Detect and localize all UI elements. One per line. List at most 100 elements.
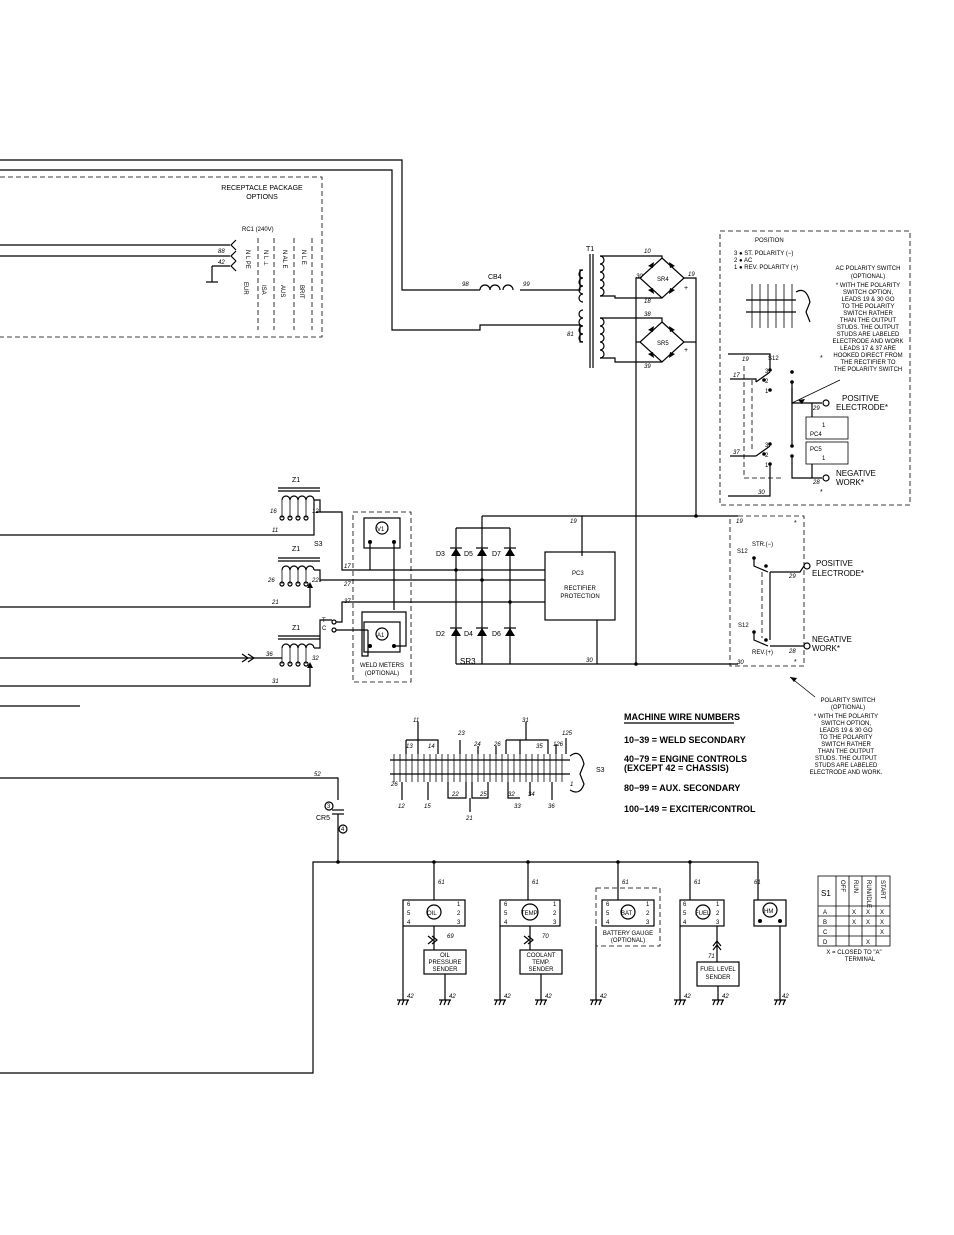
svg-text:HOOKED DIRECT FROM: HOOKED DIRECT FROM <box>833 353 902 359</box>
cr5-label: CR5 <box>316 815 330 822</box>
ac-wire-37: 37 <box>733 450 740 456</box>
wire-numbers-row3: (EXCEPT 42 = CHASSIS) <box>624 763 729 773</box>
svg-text:SENDER: SENDER <box>528 967 554 973</box>
s3-top-126: 126 <box>553 742 564 748</box>
svg-text:SENDER: SENDER <box>432 967 458 973</box>
svg-text:4: 4 <box>504 920 508 926</box>
s3-small-switch: C T <box>322 601 440 633</box>
ac-negative-label: NEGATIVE <box>836 469 876 478</box>
svg-text:2: 2 <box>646 911 650 917</box>
svg-text:1: 1 <box>457 902 461 908</box>
s1-header-run: RUN <box>852 880 858 893</box>
battery-gauge-subtitle: (OPTIONAL) <box>611 938 645 944</box>
v1-label: V1 <box>377 527 385 533</box>
svg-text:1: 1 <box>765 389 769 395</box>
wire-numbers-title: MACHINE WIRE NUMBERS <box>624 712 740 722</box>
svg-text:*: * <box>820 489 823 496</box>
wire-98: 98 <box>462 282 469 288</box>
wire-21: 21 <box>271 600 279 606</box>
hm-wire-61: 61 <box>754 880 761 886</box>
fuel-level-sender <box>696 961 740 987</box>
svg-text:3: 3 <box>553 920 557 926</box>
svg-text:STUDS ARE LABELED: STUDS ARE LABELED <box>837 332 900 338</box>
svg-text:THE POLARITY SWITCH: THE POLARITY SWITCH <box>834 367 903 373</box>
svg-text:5: 5 <box>407 911 411 917</box>
fuel-wire-61: 61 <box>694 880 701 886</box>
s3-top-23: 23 <box>457 731 465 737</box>
fuel-wire-71: 71 <box>708 954 715 960</box>
svg-text:X: X <box>852 920 856 926</box>
pc3-box <box>544 551 616 621</box>
s3-contacts <box>393 754 563 782</box>
battery-gauge-title: BATTERY GAUGE <box>603 931 653 937</box>
sr5-bridge <box>639 321 685 363</box>
temp-wire-70: 70 <box>542 934 549 940</box>
svg-text:3: 3 <box>765 443 769 449</box>
s3-block-label: S3 <box>596 767 605 774</box>
svg-text:3: 3 <box>716 920 720 926</box>
ac-positive-label: POSITIVE <box>842 394 879 403</box>
sr5-label: SR5 <box>657 341 669 347</box>
wire-12: 12 <box>312 509 319 515</box>
battery-gauge-box <box>595 887 661 947</box>
svg-text:1: 1 <box>765 463 769 469</box>
wire-16: 16 <box>270 509 277 515</box>
svg-text:ELECTRODE AND WORK.: ELECTRODE AND WORK. <box>810 770 883 776</box>
s1-note-1: X = CLOSED TO "A" <box>826 950 881 956</box>
svg-text:* WITH THE POLARITY: * WITH THE POLARITY <box>836 283 900 289</box>
svg-text:SWITCH RATHER: SWITCH RATHER <box>821 742 871 748</box>
wire-numbers-row5: 100−149 = EXCITER/CONTROL <box>624 804 756 814</box>
svg-text:2: 2 <box>765 453 769 459</box>
svg-text:*: * <box>820 355 823 362</box>
svg-text:TO THE POLARITY: TO THE POLARITY <box>819 735 872 741</box>
d4-label: D4 <box>464 631 473 638</box>
fuel-wire-42b: 42 <box>722 994 729 1000</box>
oil-gauge-label: OIL <box>427 911 437 917</box>
s3-top-11: 11 <box>413 718 419 724</box>
wire-17: 17 <box>344 564 351 570</box>
svg-text:3: 3 <box>457 920 461 926</box>
s1-header-start: START <box>879 880 885 899</box>
bat-gauge-label: BAT <box>621 911 633 917</box>
svg-text:OIL: OIL <box>440 953 450 959</box>
sr3-bridge: D3 D5 D7 D2 D4 D6 SR3 PC3 RECTIFIER PROT… <box>436 514 738 666</box>
svg-text:X: X <box>866 920 870 926</box>
sr4-label: SR4 <box>657 277 669 283</box>
rc-col-isa: N L ⊥ <box>262 250 269 266</box>
svg-text:STUDS. THE OUTPUT: STUDS. THE OUTPUT <box>815 756 877 762</box>
fuel-gauge <box>679 899 725 927</box>
svg-text:6: 6 <box>606 902 610 908</box>
wire-10: 10 <box>644 249 651 255</box>
svg-text:TEMP.: TEMP. <box>532 960 550 966</box>
dc-s12-upper: S12 <box>737 549 748 555</box>
sr4-bridge <box>639 257 685 299</box>
ac-wire-30: 30 <box>758 490 765 496</box>
wire-42: 42 <box>218 260 225 266</box>
pc4-label: PC4 <box>810 432 822 438</box>
svg-text:X: X <box>880 910 884 916</box>
s1-note-2: TERMINAL <box>845 957 876 963</box>
rc-col-eur: N L PE <box>244 250 250 269</box>
svg-text:2: 2 <box>765 379 769 385</box>
wire-numbers-row4: 80−99 = AUX. SECONDARY <box>624 783 740 793</box>
svg-text:*: * <box>794 659 797 666</box>
svg-text:+: + <box>684 285 688 292</box>
temp-wire-61: 61 <box>532 880 539 886</box>
dc-electrode-label: ELECTRODE* <box>812 569 864 578</box>
wire-31: 31 <box>272 679 279 685</box>
s3-top-13: 13 <box>406 744 413 750</box>
wire-26: 26 <box>267 578 275 584</box>
svg-text:4: 4 <box>407 920 411 926</box>
svg-text:3: 3 <box>646 920 650 926</box>
s3-bot-22: 22 <box>451 792 459 798</box>
svg-text:6: 6 <box>504 902 508 908</box>
oil-wire-69: 69 <box>447 934 454 940</box>
oil-wire-42b: 42 <box>449 994 456 1000</box>
dc-rev-label: REV.(+) <box>752 650 773 656</box>
dc-negative-label: NEGATIVE <box>812 635 852 644</box>
top-feed-lines: 98 99 CB4 <box>0 159 575 331</box>
svg-text:2: 2 <box>553 911 557 917</box>
fuel-wire-42a: 42 <box>684 994 691 1000</box>
pc4-box <box>805 416 849 440</box>
t1-label: T1 <box>586 246 594 253</box>
